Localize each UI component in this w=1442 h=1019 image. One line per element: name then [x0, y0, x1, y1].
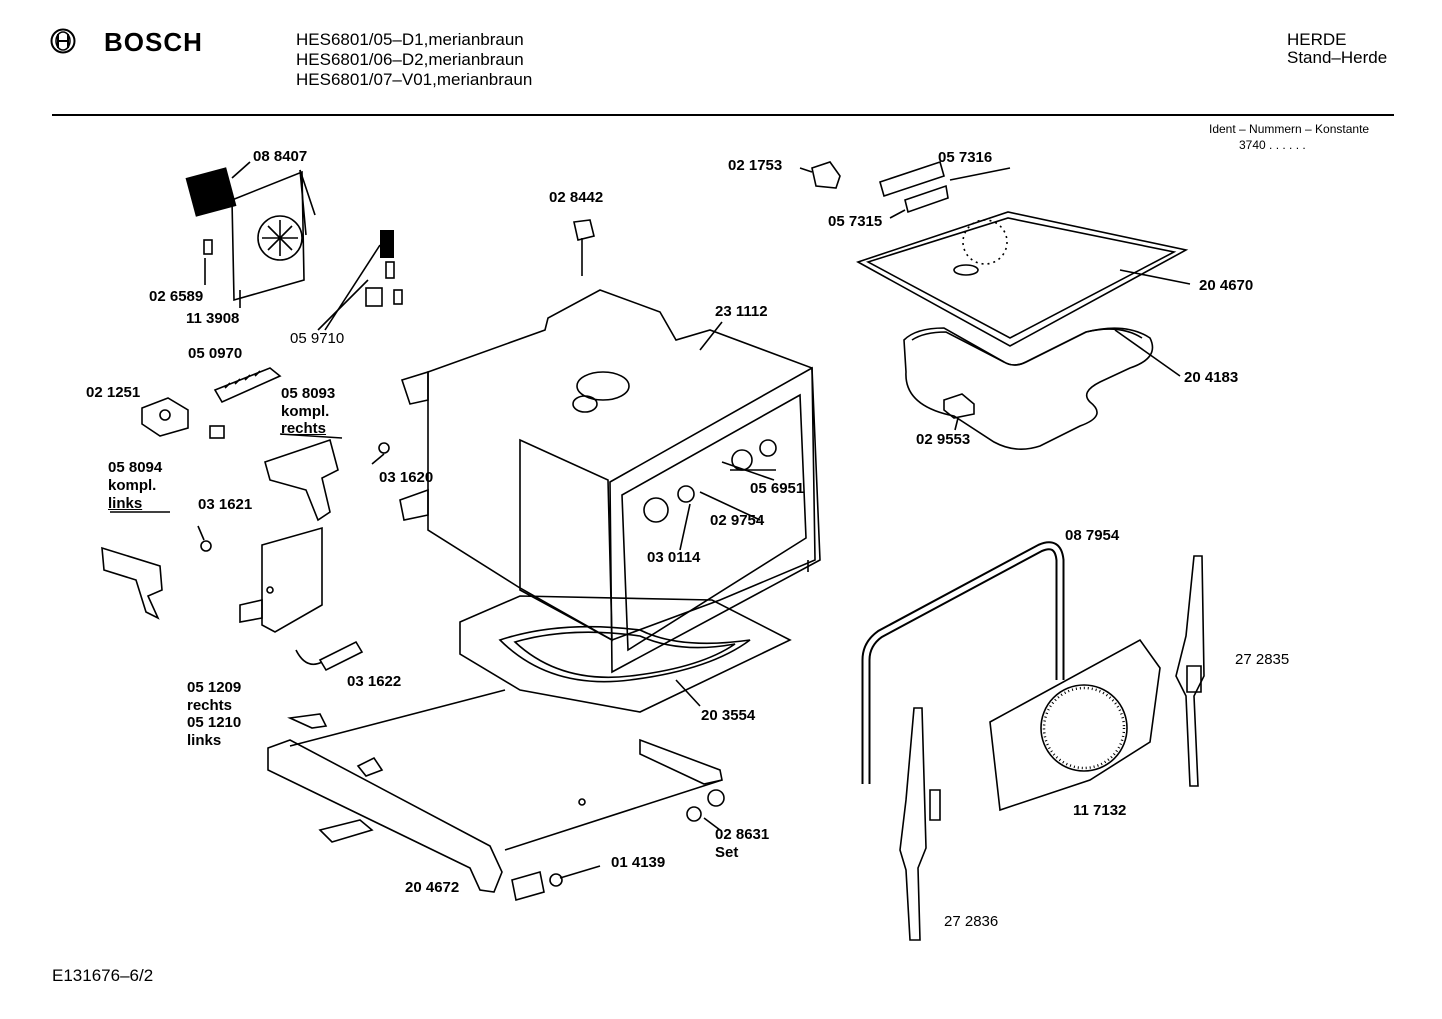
header-divider	[52, 114, 1394, 116]
part-label-021251: 02 1251	[86, 384, 141, 401]
fan-cover-part	[989, 638, 1161, 812]
bottom-heater-part	[459, 595, 792, 713]
part-label-057316: 05 7316	[938, 149, 993, 166]
part-label-set: Set	[715, 844, 739, 861]
part-label-113908: 11 3908	[186, 310, 240, 327]
part-label-272836: 27 2836	[944, 913, 999, 930]
part-label-059710: 05 9710	[290, 330, 345, 347]
bosch-logo-icon	[50, 28, 76, 54]
part-label-030114: 03 0114	[647, 549, 701, 566]
part-label-026589: 02 6589	[149, 288, 204, 305]
part-label-204672: 20 4672	[405, 879, 460, 896]
part-label-088407: 08 8407	[253, 148, 308, 165]
part-label-rechts: rechts	[281, 420, 327, 437]
base-frame-part	[267, 689, 725, 902]
model-line-1: HES6801/05–D1,merianbraun	[296, 30, 524, 49]
ident-label: Ident – Nummern – Konstante	[1209, 122, 1370, 136]
part-label-272835: 27 2835	[1235, 651, 1290, 668]
part-label-204670: 20 4670	[1199, 277, 1254, 294]
part-label-231112: 23 1112	[715, 303, 768, 320]
part-label-203554: 20 3554	[701, 707, 756, 724]
part-label-kompl-rechts: kompl.	[281, 403, 330, 420]
part-label-kompl-links: kompl.	[108, 477, 157, 494]
drawing-code: E131676–6/2	[52, 966, 154, 985]
part-label-051209: 05 1209	[187, 679, 242, 696]
part-label-117132: 11 7132	[1073, 802, 1127, 819]
fan-motor-part	[185, 167, 305, 302]
part-label-058094: 05 8094	[108, 459, 163, 476]
part-label-087954: 08 7954	[1065, 527, 1120, 544]
part-label-028631: 02 8631	[715, 826, 770, 843]
category-subtitle: Stand–Herde	[1287, 48, 1388, 67]
part-label-051210: 05 1210	[187, 714, 242, 731]
part-label-056951: 05 6951	[750, 480, 805, 497]
part-label-204183: 20 4183	[1184, 369, 1239, 386]
part-label-rechts-2: rechts	[187, 697, 233, 714]
part-label-031622: 03 1622	[347, 673, 402, 690]
part-label-058093: 05 8093	[281, 385, 336, 402]
part-label-014139: 01 4139	[611, 854, 666, 871]
model-line-2: HES6801/06–D2,merianbraun	[296, 50, 524, 69]
part-label-031621: 03 1621	[198, 496, 253, 513]
top-cover-part	[856, 211, 1189, 347]
part-label-029754: 02 9754	[710, 512, 765, 529]
top-heater-part	[903, 327, 1154, 450]
part-label-028442: 02 8442	[549, 189, 604, 206]
brand-name: BOSCH	[104, 27, 203, 57]
category-title: HERDE	[1287, 30, 1347, 49]
part-label-050970: 05 0970	[188, 345, 243, 362]
part-label-057315: 05 7315	[828, 213, 883, 230]
part-label-029553: 02 9553	[916, 431, 971, 448]
ident-value: 3740 . . . . . .	[1239, 138, 1306, 152]
part-label-031620: 03 1620	[379, 469, 434, 486]
part-label-links-2: links	[187, 732, 222, 749]
part-label-021753: 02 1753	[728, 157, 783, 174]
model-line-3: HES6801/07–V01,merianbraun	[296, 70, 533, 89]
part-label-links: links	[108, 495, 143, 512]
